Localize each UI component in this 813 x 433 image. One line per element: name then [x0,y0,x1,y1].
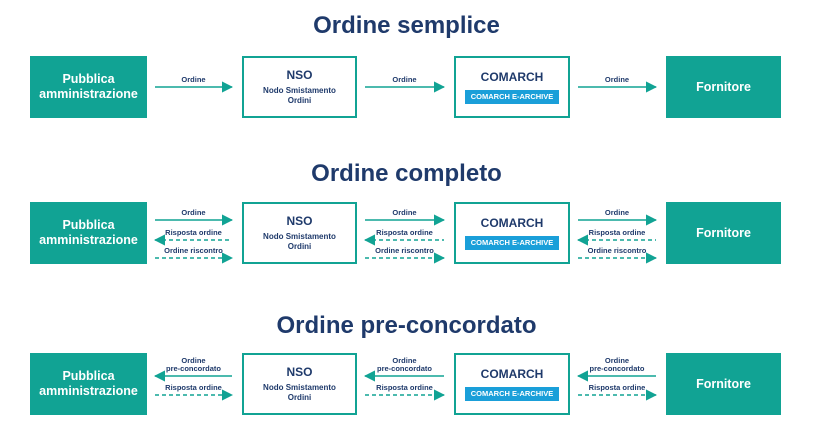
section-title: Ordine semplice [313,12,500,39]
arrow-label: Ordine riscontro [164,246,223,255]
arrow-label: Ordine [392,75,417,84]
arrow-label: Risposta ordine [165,228,222,237]
nso-title: NSO [286,214,313,228]
comarch-title: COMARCH [480,70,544,84]
arrow-label: Ordine [604,208,630,217]
comarch-e-archive-badge: COMARCH E-ARCHIVE [464,387,560,401]
arrow-label: Risposta ordine [376,228,433,237]
node-fornitore: Fornitore [666,353,781,415]
section-title: Ordine pre-concordato [276,312,537,339]
arrow-label: Ordine [181,75,206,84]
comarch-e-archive-badge: COMARCH E-ARCHIVE [464,236,560,250]
arrow-label: Risposta ordine [376,383,433,392]
arrow-label: Ordine riscontro [587,246,647,255]
arrow-label: Ordine riscontro [375,246,434,255]
comarch-title: COMARCH [480,367,544,381]
node-comarch: COMARCH COMARCH E-ARCHIVE [454,353,570,415]
node-fornitore: Fornitore [666,202,781,264]
arrow-label: Ordine [604,75,630,84]
comarch-e-archive-badge: COMARCH E-ARCHIVE [464,90,560,104]
nso-title: NSO [286,365,313,379]
section-title: Ordine completo [311,160,502,187]
arrow-label: Ordine [181,208,206,217]
arrow-label: Risposta ordine [165,383,222,392]
arrow-label: Risposta ordine [588,228,646,237]
arrow-label: Ordine [392,208,417,217]
node-comarch: COMARCH COMARCH E-ARCHIVE [454,56,570,118]
nso-title: NSO [286,68,313,82]
comarch-title: COMARCH [480,216,544,230]
node-fornitore: Fornitore [666,56,781,118]
arrow-label: Risposta ordine [588,383,646,392]
node-comarch: COMARCH COMARCH E-ARCHIVE [454,202,570,264]
